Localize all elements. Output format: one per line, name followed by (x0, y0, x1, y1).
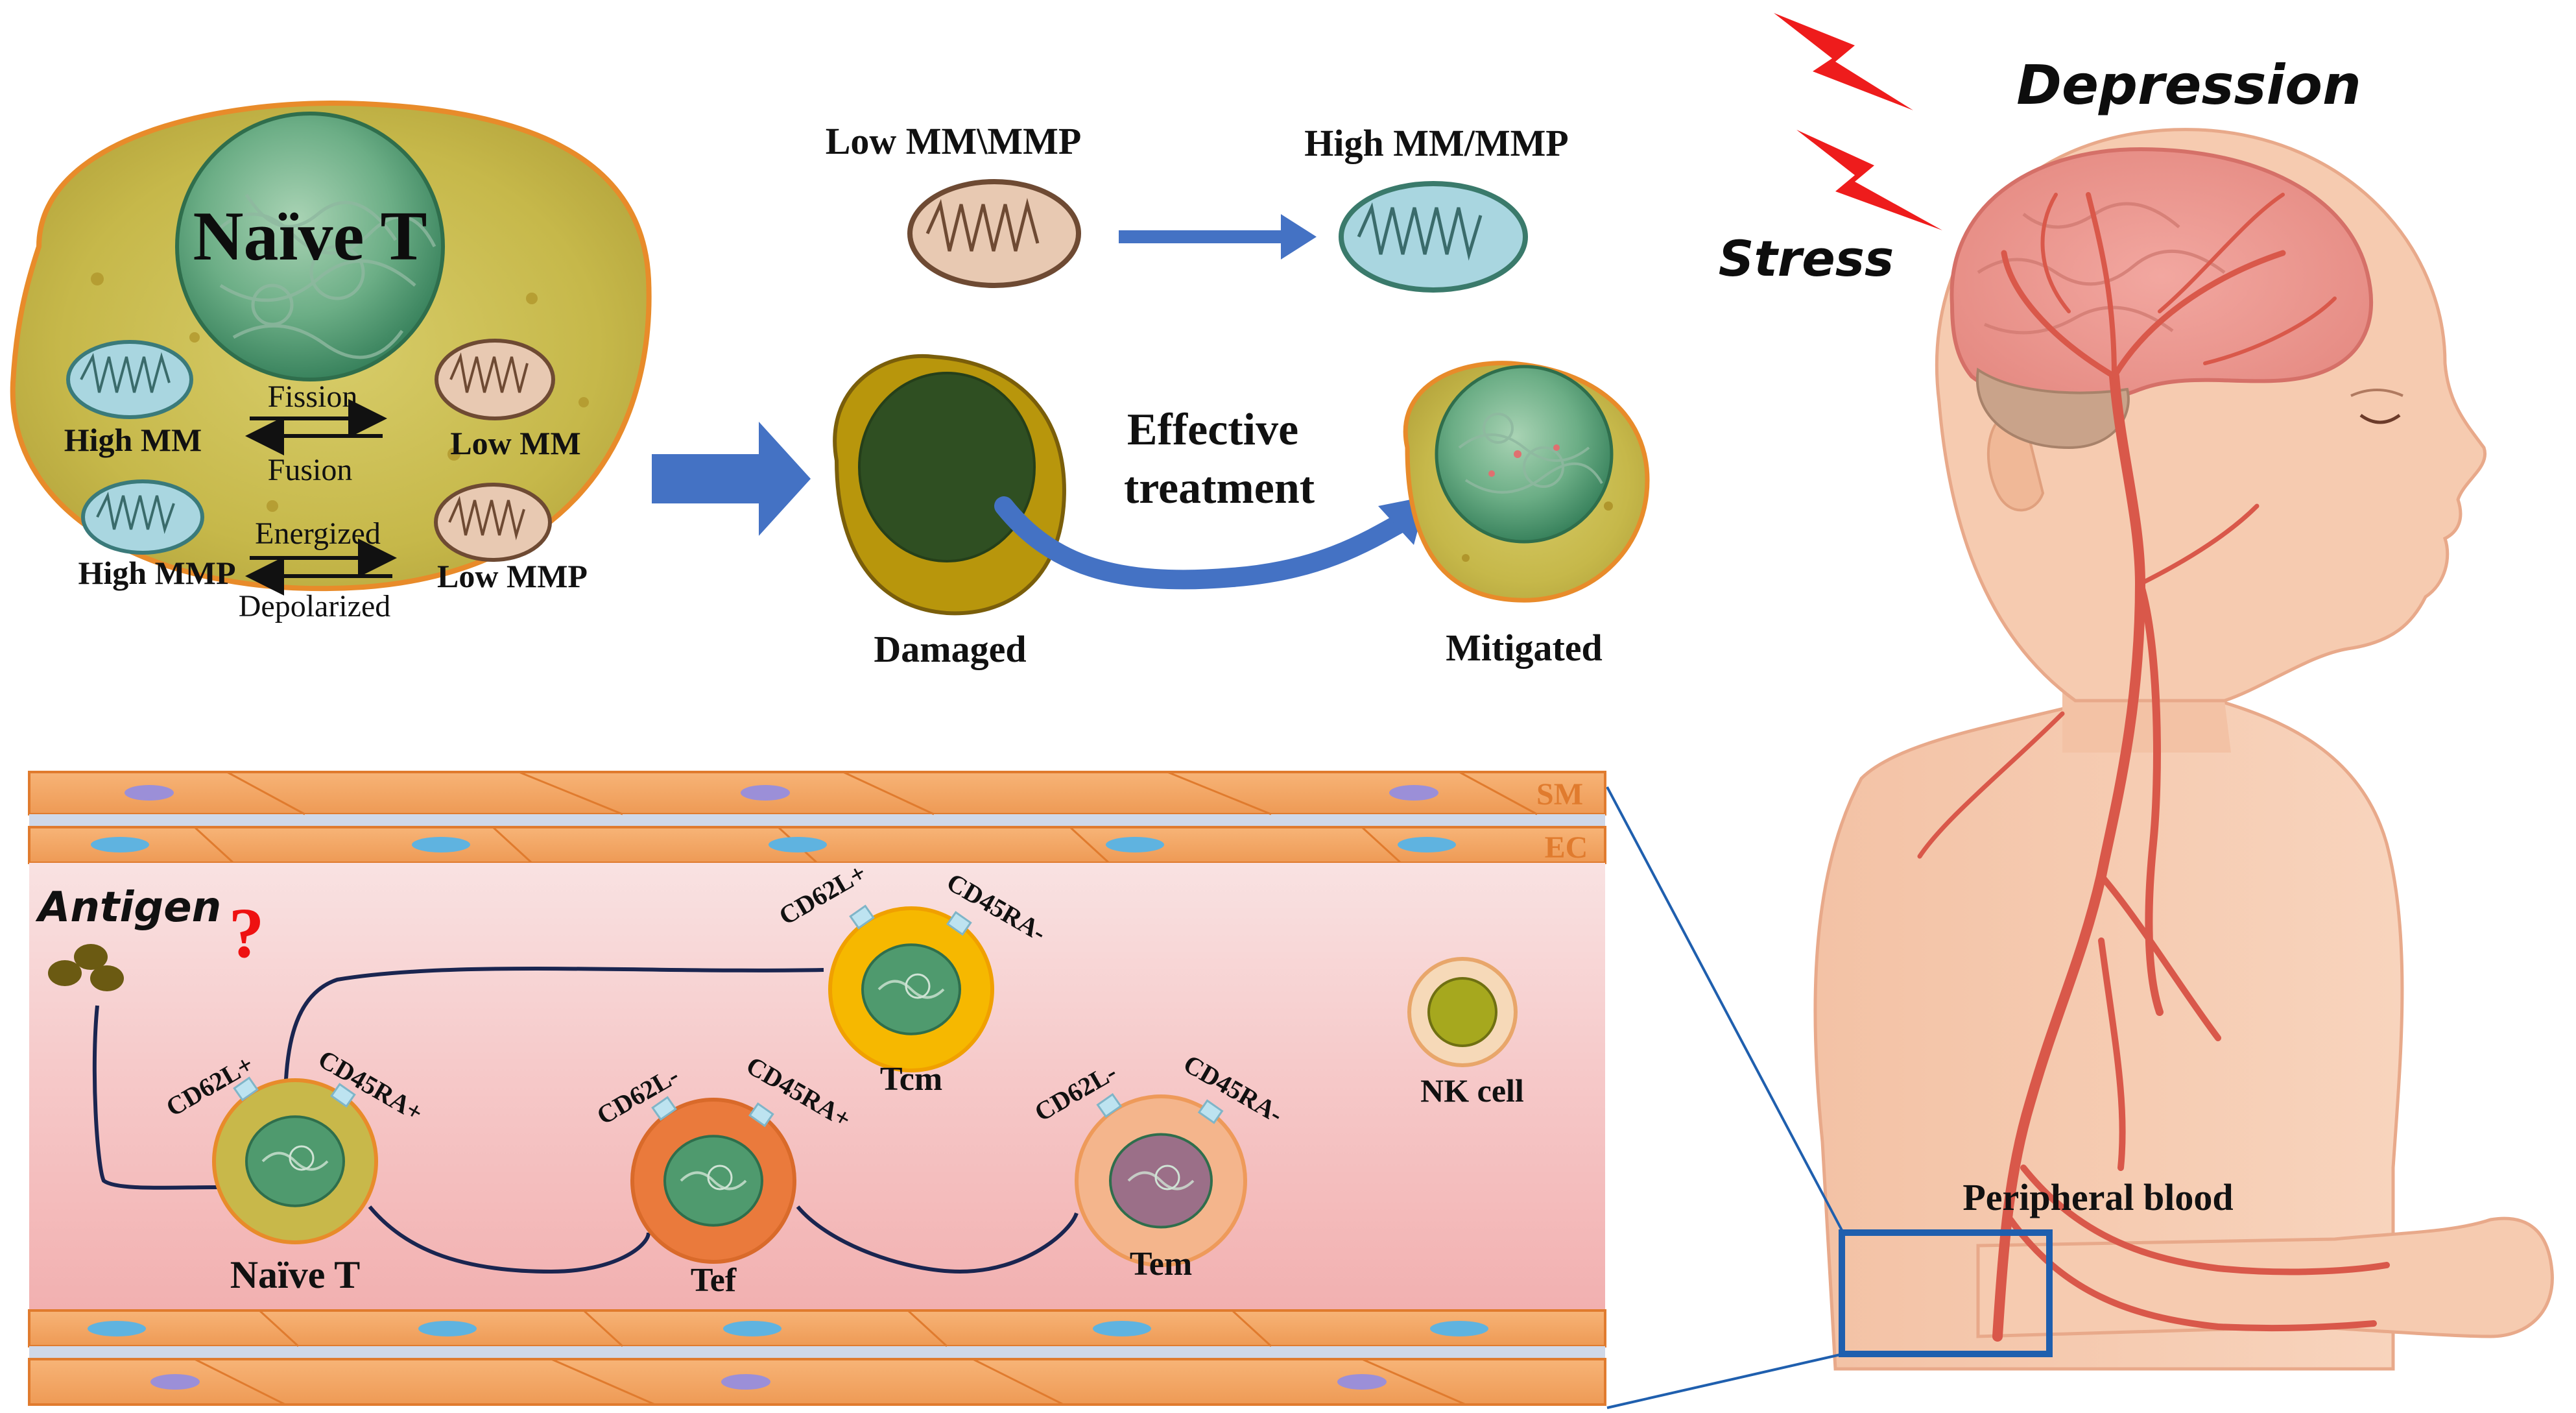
chromatin (680, 1171, 747, 1190)
cell-name-label: Tcm (880, 1061, 942, 1098)
mitigated-label: Mitigated (1446, 627, 1603, 669)
treatment-arrow-curve (994, 496, 1417, 590)
mito-high-mm (66, 340, 193, 419)
cell-name-label: Tem (1130, 1246, 1192, 1283)
chromatin-loop (905, 973, 931, 999)
big-blue-arrow (652, 422, 811, 536)
cell-nk: NK cell (1407, 957, 1524, 1109)
antigen-particles (48, 944, 124, 991)
chromatin-loop (707, 1165, 733, 1190)
differentiation-paths (92, 967, 1079, 1274)
mito-low-mm (435, 339, 555, 420)
damaged-cell (833, 354, 1066, 616)
chromatin-loop (289, 1145, 315, 1171)
chromatin (261, 1152, 329, 1171)
mito-transition-arrow (1119, 214, 1317, 260)
eyebrow (2350, 389, 2403, 397)
cell-tcm: CD62L+CD45RA-Tcm (774, 858, 1051, 1098)
sm-label: SM (1536, 777, 1583, 812)
cd45ra-receptor (330, 1083, 356, 1108)
vessel-elastic-bottom (29, 1346, 1605, 1359)
cell-name-label: Tef (691, 1262, 737, 1299)
low-mmp-label: Low MMP (437, 558, 588, 594)
zoom-line-bottom (1606, 1353, 1844, 1409)
fission-label: Fission (268, 380, 358, 414)
antigen-label: Antigen (35, 884, 221, 932)
mitigated-cell (1403, 361, 1650, 603)
nk-cell-nucleus (1427, 977, 1497, 1047)
mito-high-mmp (81, 479, 204, 555)
human-figure: Peripheral blood (1813, 128, 2554, 1371)
cell-name-label: Naïve T (230, 1253, 361, 1296)
torso (1813, 699, 2404, 1371)
treatment-label: treatment (1124, 463, 1315, 513)
chromatin (1127, 1171, 1195, 1190)
zoom-line-top (1606, 786, 1844, 1233)
nk-cell-label: NK cell (1420, 1072, 1524, 1109)
high-mmp-label: High MMP (78, 555, 235, 591)
damaged-label: Damaged (874, 628, 1026, 670)
chromatin-loop (1154, 1165, 1180, 1190)
low-mm-mmp-label: Low MM\MMP (826, 120, 1082, 162)
question-mark: ? (229, 893, 265, 972)
fusion-label: Fusion (268, 453, 353, 487)
cd45ra-receptor (748, 1102, 774, 1128)
ec-label: EC (1545, 830, 1588, 865)
lightning-top-icon (1774, 13, 1913, 110)
mito-high-top (1339, 181, 1528, 293)
closed-eye (2359, 413, 2401, 424)
cd45ra-receptor (946, 911, 972, 936)
cd62l-receptor (233, 1076, 259, 1102)
naive-t-big-cell: Naïve T High MM Low MM High MMP Low MMP … (10, 101, 652, 623)
high-mm-label: High MM (64, 422, 202, 458)
lightning-bottom-icon (1796, 130, 1942, 230)
vessel-elastic-top (29, 814, 1605, 827)
high-mm-mmp-label: High MM/MMP (1304, 122, 1569, 164)
mito-low-mmp (434, 483, 552, 562)
mito-low-top (907, 179, 1081, 288)
cd45ra-receptor (1197, 1099, 1224, 1124)
cd62l-receptor (1096, 1093, 1123, 1118)
depression-label: Depression (2016, 53, 2361, 117)
cell-naive: CD62L+CD45RA+Naïve T (161, 1044, 428, 1296)
peripheral-blood-box (1839, 1229, 2053, 1357)
stress-label: Stress (1719, 230, 1894, 287)
cd62l-receptor (849, 904, 875, 930)
chromatin (877, 980, 945, 999)
energized-label: Energized (255, 516, 381, 551)
arteries (1917, 192, 2390, 1342)
big-cell-title: Naïve T (193, 198, 427, 275)
cd62l-receptor (651, 1096, 677, 1121)
low-mm-label: Low MM (450, 425, 580, 461)
depolarized-label: Depolarized (239, 589, 391, 623)
peripheral-blood-label: Peripheral blood (1962, 1176, 2233, 1218)
effective-label: Effective (1127, 405, 1298, 455)
